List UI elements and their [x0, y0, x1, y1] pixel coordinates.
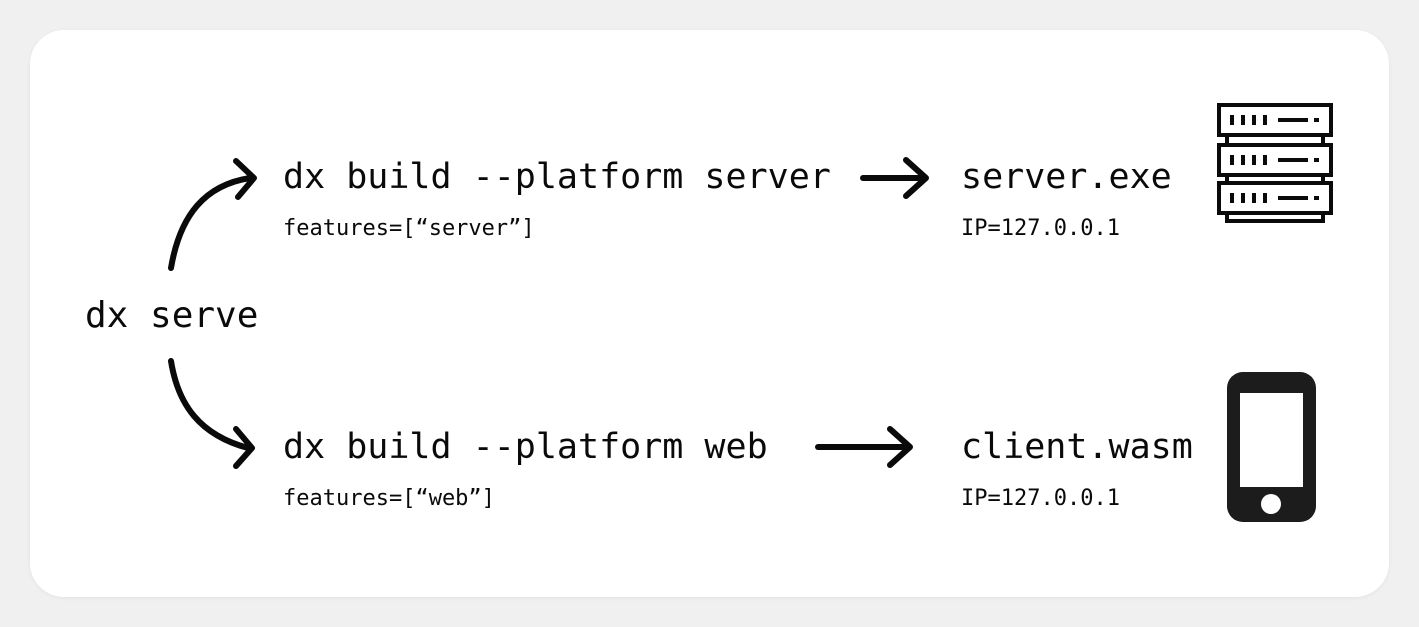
web-build-features: features=[“web”] — [283, 486, 495, 511]
web-build-command: dx build --platform web — [283, 427, 768, 467]
arrow-root-to-server-build — [168, 158, 257, 271]
client-ip-label: IP=127.0.0.1 — [961, 486, 1120, 511]
arrow-web-build-to-wasm — [815, 426, 913, 468]
client-artifact-label: client.wasm — [961, 427, 1193, 467]
server-ip-label: IP=127.0.0.1 — [961, 216, 1120, 241]
diagram-card — [30, 30, 1389, 597]
server-build-features: features=[“server”] — [283, 216, 535, 241]
arrow-root-to-web-build — [168, 358, 255, 469]
server-rack-icon — [1217, 103, 1333, 223]
arrow-server-build-to-exe — [860, 157, 929, 199]
server-build-command: dx build --platform server — [283, 157, 831, 197]
server-artifact-label: server.exe — [961, 157, 1172, 197]
root-command-label: dx serve — [85, 295, 259, 336]
phone-icon — [1227, 372, 1316, 522]
